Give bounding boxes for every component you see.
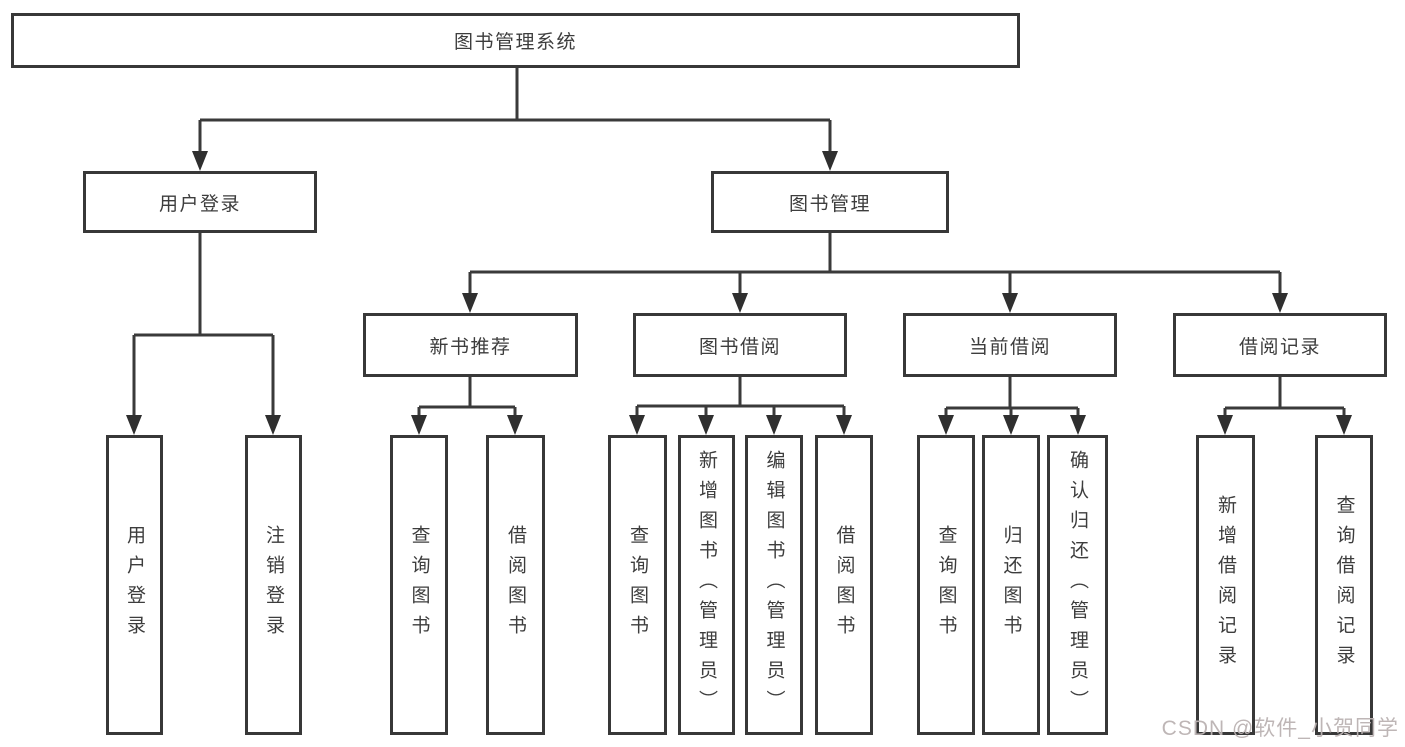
leaf-label: 注销登录 xyxy=(263,525,284,645)
leaf-borrow-books-recommend: 借阅图书 xyxy=(486,435,545,735)
arrowhead xyxy=(1003,415,1019,435)
node-book-management: 图书管理 xyxy=(711,171,949,233)
leaf-label: 编辑图书（管理员） xyxy=(763,450,785,720)
arrowhead xyxy=(629,415,645,435)
node-current-borrow: 当前借阅 xyxy=(903,313,1117,377)
connector-mgmt-to-level3 xyxy=(468,233,1282,296)
arrowhead xyxy=(1272,293,1288,313)
leaf-label: 新增图书（管理员） xyxy=(696,450,717,720)
leaf-user-login: 用户登录 xyxy=(106,435,163,735)
connector-login-to-leaves xyxy=(132,233,275,418)
arrowhead xyxy=(698,415,714,435)
node-new-book-recommend: 新书推荐 xyxy=(363,313,578,377)
connector-nbr-to-leaves xyxy=(417,377,517,418)
leaf-label: 借阅图书 xyxy=(505,525,526,645)
arrowhead xyxy=(766,415,782,435)
leaf-label: 确认归还（管理员） xyxy=(1067,450,1088,720)
arrowhead xyxy=(1336,415,1352,435)
node-borrow-records: 借阅记录 xyxy=(1173,313,1387,377)
arrowhead xyxy=(938,415,954,435)
arrowhead xyxy=(411,415,427,435)
node-book-borrow: 图书借阅 xyxy=(633,313,847,377)
leaf-confirm-return-admin: 确认归还（管理员） xyxy=(1047,435,1108,735)
leaf-query-books-borrow: 查询图书 xyxy=(608,435,667,735)
leaf-label: 借阅图书 xyxy=(833,525,855,645)
connector-root-to-level2 xyxy=(198,68,832,153)
arrowhead xyxy=(1217,415,1233,435)
arrowhead xyxy=(507,415,523,435)
leaf-query-books-current: 查询图书 xyxy=(917,435,975,735)
leaf-label: 归还图书 xyxy=(1000,525,1022,645)
node-user-login: 用户登录 xyxy=(83,171,317,233)
arrowhead xyxy=(462,293,478,313)
leaf-query-books-recommend: 查询图书 xyxy=(390,435,448,735)
connector-cb-to-leaves xyxy=(944,377,1080,418)
arrowhead xyxy=(126,415,142,435)
leaf-add-book-admin: 新增图书（管理员） xyxy=(678,435,735,735)
leaf-label: 用户登录 xyxy=(124,525,145,645)
leaf-query-borrow-record: 查询借阅记录 xyxy=(1315,435,1373,735)
arrowhead xyxy=(836,415,852,435)
csdn-watermark: CSDN @软件_小贺同学 xyxy=(1161,717,1399,740)
arrowhead xyxy=(1070,415,1086,435)
leaf-label: 查询图书 xyxy=(935,525,957,645)
connector-bb-to-leaves xyxy=(635,377,846,418)
leaf-add-borrow-record: 新增借阅记录 xyxy=(1196,435,1255,735)
leaf-label: 新增借阅记录 xyxy=(1215,495,1236,675)
leaf-label: 查询图书 xyxy=(408,525,430,645)
arrowhead xyxy=(265,415,281,435)
arrowhead xyxy=(732,293,748,313)
arrowhead xyxy=(192,151,208,171)
leaf-label: 查询借阅记录 xyxy=(1333,495,1355,675)
node-root-system: 图书管理系统 xyxy=(11,13,1020,68)
arrowhead xyxy=(822,151,838,171)
leaf-return-book: 归还图书 xyxy=(982,435,1040,735)
leaf-edit-book-admin: 编辑图书（管理员） xyxy=(745,435,803,735)
leaf-borrow-books: 借阅图书 xyxy=(815,435,873,735)
leaf-logout: 注销登录 xyxy=(245,435,302,735)
leaf-label: 查询图书 xyxy=(627,525,648,645)
arrowhead xyxy=(1002,293,1018,313)
connector-br-to-leaves xyxy=(1223,377,1346,418)
